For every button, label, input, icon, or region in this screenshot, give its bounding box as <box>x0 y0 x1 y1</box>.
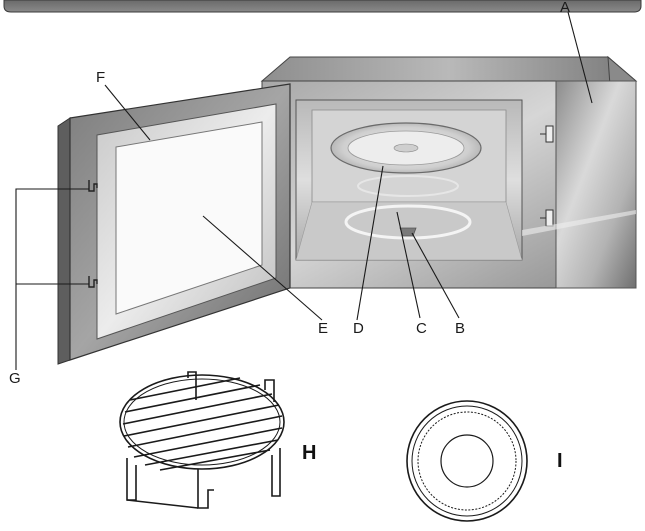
microwave-body <box>260 55 638 289</box>
control-panel <box>555 80 637 289</box>
roller-ring <box>344 204 472 240</box>
label-b: B <box>455 320 465 337</box>
leader-lines <box>15 11 593 370</box>
label-h: H <box>302 442 316 464</box>
label-d: D <box>353 320 364 337</box>
label-g: G <box>9 370 21 387</box>
grill-rack <box>119 371 285 509</box>
label-c: C <box>416 320 427 337</box>
label-a: A <box>560 0 570 16</box>
top-bar <box>3 0 642 13</box>
oven-door <box>57 83 291 365</box>
label-f: F <box>96 69 105 86</box>
latch-holes <box>540 125 554 227</box>
roller-ring-accessory <box>406 400 528 522</box>
label-i: I <box>557 450 563 472</box>
label-e: E <box>318 320 328 337</box>
door-window <box>115 121 263 315</box>
